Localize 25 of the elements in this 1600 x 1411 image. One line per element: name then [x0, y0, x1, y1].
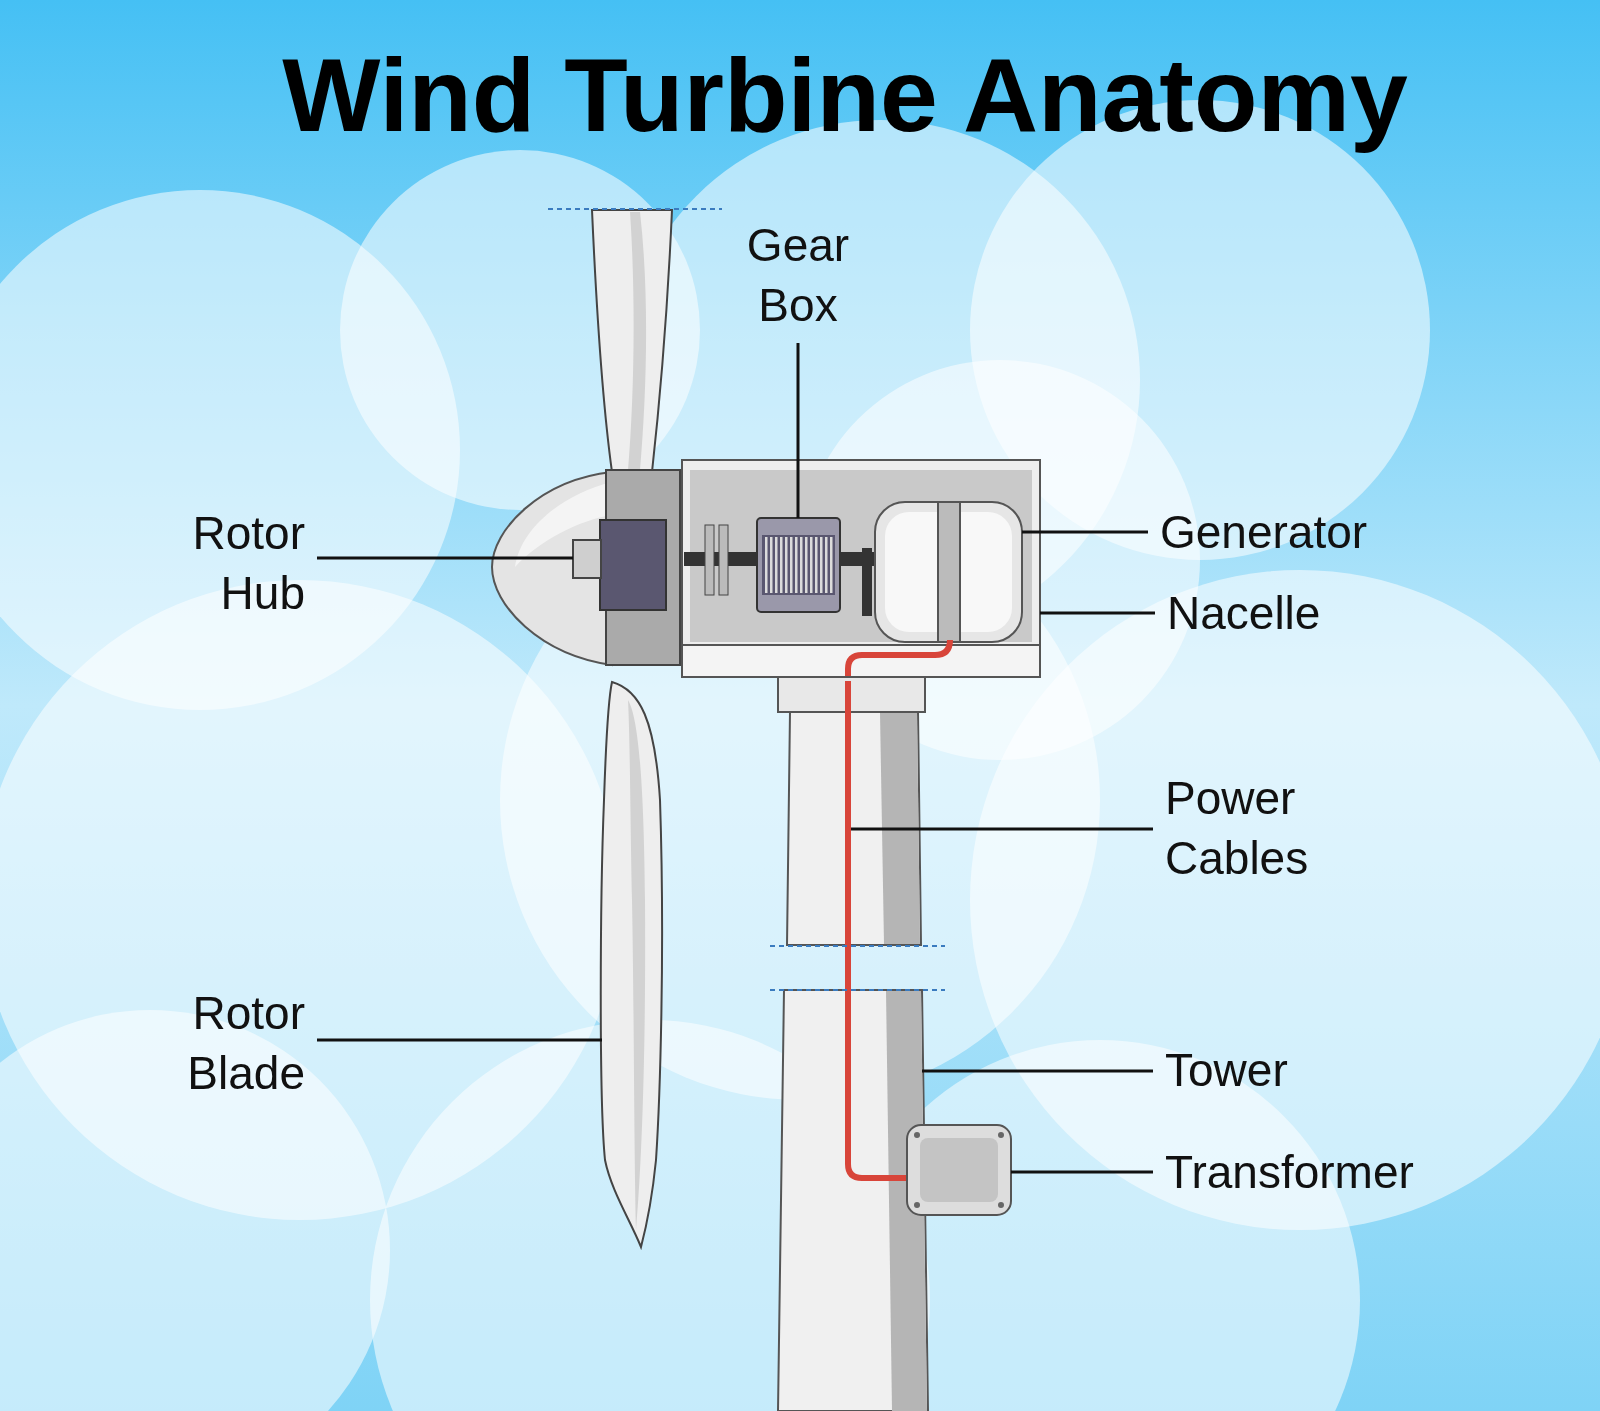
part-label: Generator: [1160, 502, 1368, 562]
leader-line: [317, 556, 573, 560]
gearbox-drawing: [756, 517, 841, 613]
leader-line: [1011, 1170, 1153, 1174]
part-label: Rotor Hub: [192, 503, 305, 623]
leader-line: [796, 343, 800, 518]
rotor-hub-drawing: [491, 469, 681, 666]
transformer-box: [906, 1124, 1012, 1216]
generator-drawing: [845, 501, 1023, 676]
power-cable: [845, 681, 907, 1181]
leader-line: [1040, 611, 1155, 615]
part-label: Nacelle: [1167, 583, 1321, 643]
part-label: Rotor Blade: [187, 983, 305, 1103]
tower-drawing: [777, 676, 929, 1411]
leader-line: [317, 1038, 602, 1042]
part-label: Gear Box: [746, 215, 850, 335]
nacelle-housing: [681, 459, 1041, 678]
leader-line: [1022, 530, 1148, 534]
rotor-blade: [599, 681, 664, 1248]
part-label: Tower: [1165, 1040, 1288, 1100]
part-label: Transformer: [1165, 1142, 1414, 1202]
diagram-title: Wind Turbine Anatomy: [281, 36, 1409, 155]
leader-line: [922, 1069, 1153, 1073]
leader-line: [851, 827, 1153, 831]
part-label: Power Cables: [1165, 768, 1309, 888]
